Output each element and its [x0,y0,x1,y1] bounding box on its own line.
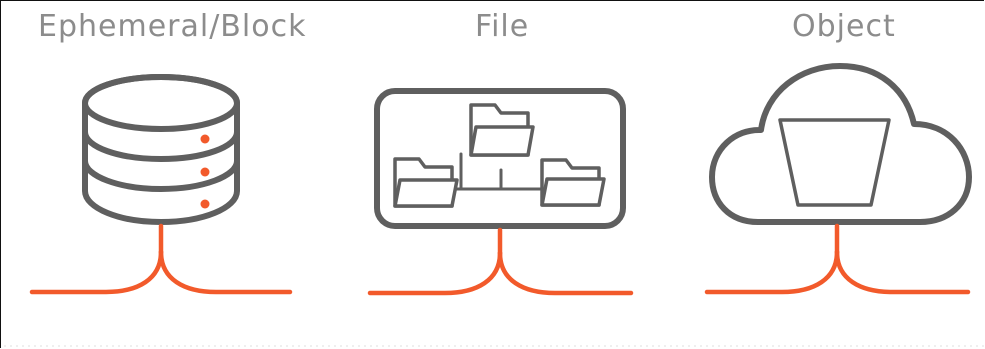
block-storage-label: Ephemeral/Block [38,9,307,44]
bottom-dotted-divider [2,345,984,347]
database-icon [82,74,240,225]
file-connection-line [367,227,634,296]
object-connection-line [704,223,971,295]
block-connection-line [29,223,293,295]
object-storage-label: Object [792,9,896,44]
cloud-storage-icon [709,63,972,225]
database-indicator-lights [200,134,210,209]
file-storage-label: File [475,9,530,44]
folder-network-icon [374,88,626,229]
